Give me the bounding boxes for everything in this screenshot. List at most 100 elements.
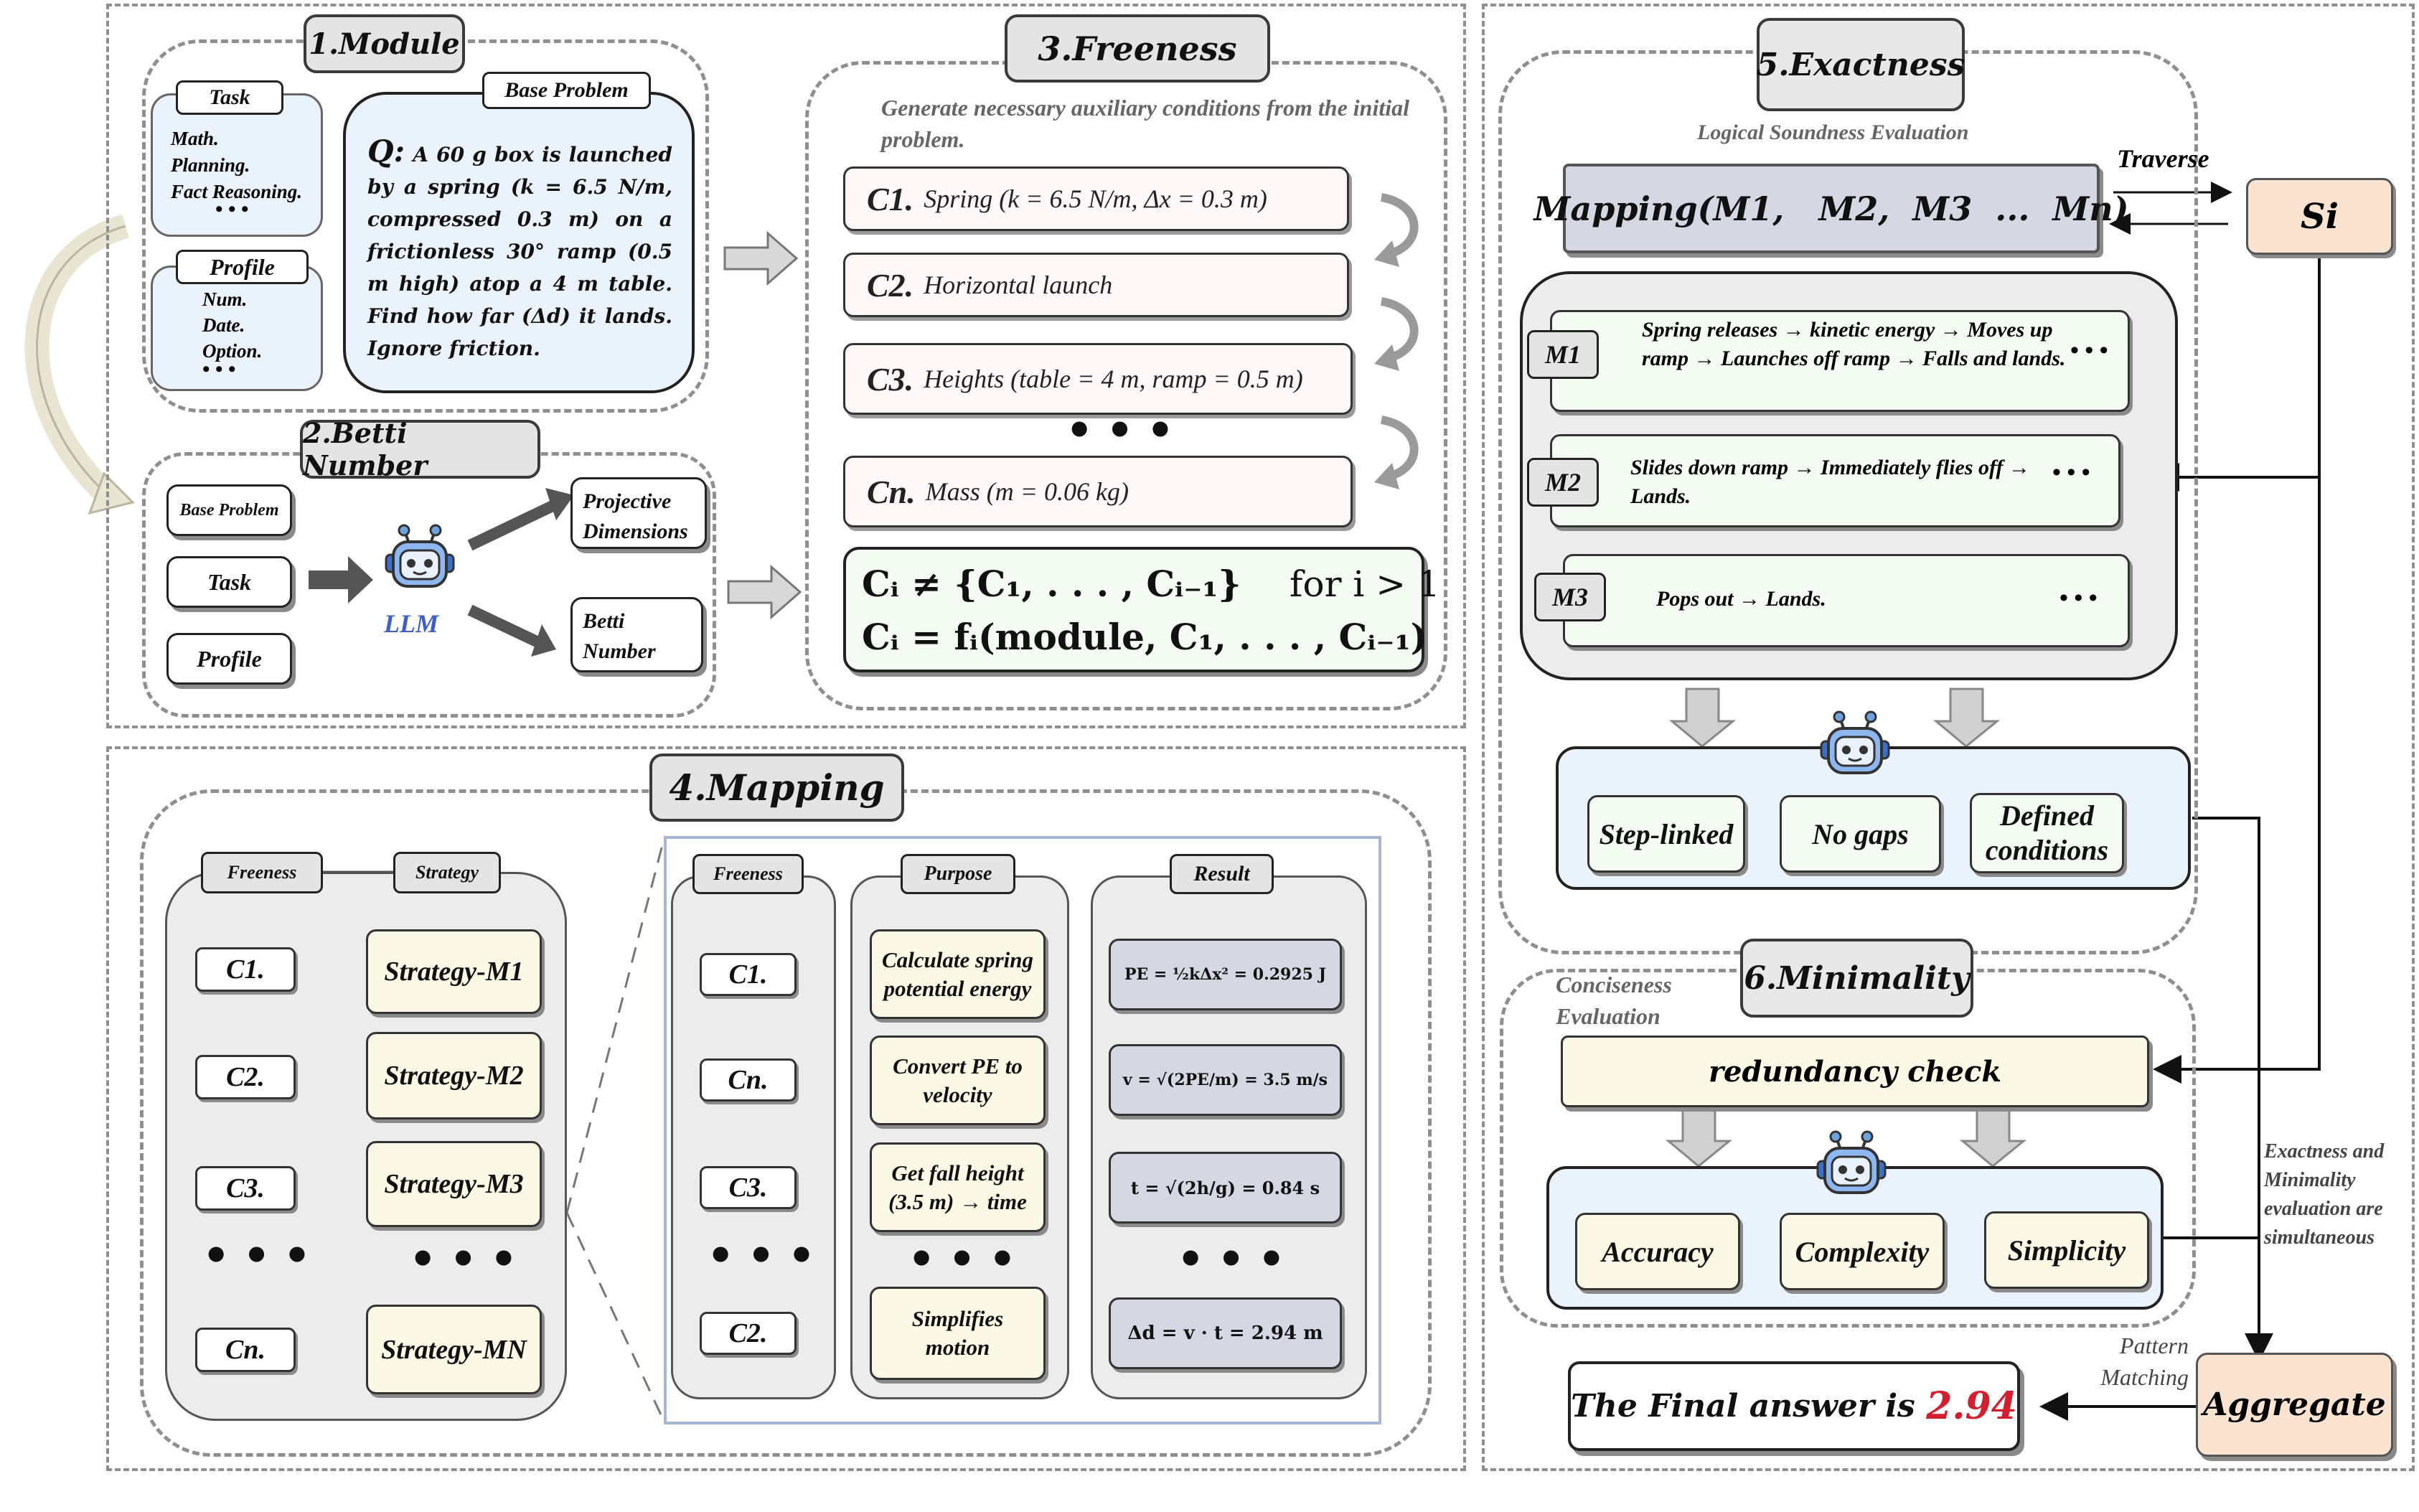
criterion-no-gaps: No gaps [1780,795,1941,873]
condition-c1-id: C1. [867,180,914,217]
condition-c1: C1. Spring (k = 6.5 N/m, Δx = 0.3 m) [843,166,1349,231]
redundancy-check-box: redundancy check [1561,1036,2149,1107]
mapping-cond-cn: Cn. [195,1328,296,1372]
freeness-formula-box: Cᵢ ≠ {C₁, . . . , Cᵢ₋₁} for i > 1 Cᵢ = f… [843,547,1440,672]
criterion-step-linked: Step-linked [1587,795,1745,873]
detail-row-3-purpose: Get fall height (3.5 m) → time [870,1142,1046,1232]
formula-1-main: Cᵢ ≠ {C₁, . . . , Cᵢ₋₁} [862,563,1241,605]
top-left-panel [106,4,1466,728]
profile-item-num: Num. [202,288,248,310]
condition-c2-id: C2. [867,266,914,304]
method-m3-text: Pops out → Lands. [1656,587,1826,611]
betti-to-freeness-arrow [727,564,802,620]
method-m2-text: Slides down ramp → Immediately flies off… [1630,456,2030,508]
condition-c1-text: Spring (k = 6.5 N/m, Δx = 0.3 m) [924,184,1267,213]
minimality-title: 6.Minimality [1740,939,1973,1018]
profile-more-icon: • • • [202,357,236,381]
condition-cn: Cn. Mass (m = 0.06 kg) [843,456,1353,527]
si-box: Si [2246,178,2393,255]
criterion-complexity: Complexity [1780,1213,1945,1290]
strategy-m1: Strategy-M1 [366,929,542,1014]
question-text: Q: A 60 g box is launched by a spring (k… [367,135,672,365]
module-to-freeness-arrow [723,230,799,286]
condition-more-icon: ••• [1066,405,1188,456]
detail-row-4-cond: C2. [700,1312,797,1355]
task-item-math: Math. [171,128,219,149]
llm-label: LLM [384,609,438,638]
right-panel [1482,4,2415,1471]
betti-output-projective: Projective Dimensions [570,477,707,549]
exactness-subtitle: Logical Soundness Evaluation [1697,121,1969,144]
detail-row-2-purpose: Convert PE to velocity [870,1036,1046,1125]
criterion-accuracy: Accuracy [1575,1213,1740,1290]
detail-row-1-cond: C1. [700,953,797,996]
profile-label: Profile [176,250,309,284]
betti-input-task: Task [166,556,292,608]
strategy-more-icon: ••• [409,1234,531,1285]
profile-card [151,266,323,391]
condition-c2: C2.Horizontal launch [843,253,1349,317]
detail-result-more-icon: ••• [1177,1234,1299,1285]
detail-row-4-purpose: Simplifies motion [870,1287,1046,1380]
mapping-panel [106,746,1466,1471]
pattern-matching-label: Pattern Matching [2100,1333,2189,1390]
strategy-m2: Strategy-M2 [366,1032,542,1119]
mapping-cond-c1: C1. [195,947,296,992]
mapping-title: 4.Mapping [649,753,904,822]
method-m3-box [1563,554,2130,647]
task-label: Task [176,80,283,115]
criterion-defined-conditions: Defined conditions [1970,793,2124,873]
condition-cn-id: Cn. [867,473,916,510]
method-m3-id: M3 [1534,573,1606,621]
minimality-robot-icon [1816,1130,1887,1194]
detail-row-2-result: v = √(2PE/m) = 3.5 m/s [1109,1044,1342,1116]
condition-c3: C3. Heights (table = 4 m, ramp = 0.5 m) [843,343,1353,415]
method-m3-more-icon: • • • [2059,585,2098,611]
simultaneous-note: Exactness and Minimality evaluation are … [2264,1140,2385,1249]
exactness-title: 5.Exactness [1757,18,1965,111]
method-m1-id: M1 [1527,330,1599,379]
betti-title: 2.Betti Number [300,417,540,482]
task-item-fact: Fact Reasoning. [171,181,303,202]
detail-purpose-more-icon: ••• [908,1234,1030,1285]
method-m1-text: Spring releases → kinetic energy → Moves… [1642,318,2066,370]
task-item-planning: Planning. [171,154,250,176]
detail-col-freeness: Freeness [692,854,804,894]
exactness-robot-icon [1820,710,1890,774]
detail-col-result: Result [1170,854,1274,894]
aggregate-box: Aggregate [2196,1353,2393,1457]
formula-1-condition: for i > 1 [1290,563,1440,605]
condition-c3-id: C3. [867,360,914,398]
final-answer-value: 2.94 [1926,1384,2017,1428]
condition-c3-text: Heights (table = 4 m, ramp = 0.5 m) [924,365,1303,393]
condition-cn-text: Mass (m = 0.06 kg) [925,477,1129,506]
llm-robot-icon [385,524,455,588]
method-m2-more-icon: • • • [2052,459,2090,486]
traverse-label: Traverse [2117,144,2209,173]
final-answer-prefix: The Final answer is [1571,1388,1915,1424]
formula-line-2: Cᵢ = fᵢ(module, C₁, . . . , Cᵢ₋₁) [862,616,1428,658]
mapping-col-freeness: Freeness [201,852,323,893]
strategy-mn: Strategy-MN [366,1305,542,1394]
minimality-subtitle: Conciseness Evaluation [1556,972,1672,1029]
criterion-simplicity: Simplicity [1984,1211,2149,1289]
profile-item-option: Option. [202,340,263,362]
detail-col-purpose: Purpose [901,854,1015,894]
detail-row-3-cond: C3. [700,1166,797,1209]
mapping-col-strategy: Strategy [393,852,501,893]
betti-input-profile: Profile [166,633,292,685]
task-card [151,93,323,237]
detail-row-1-result: PE = ½kΔx² = 0.2925 J [1109,939,1342,1010]
question-prefix: Q: [367,133,405,169]
freeness-subtitle: Generate necessary auxiliary conditions … [881,95,1410,152]
detail-row-1-purpose: Calculate spring potential energy [870,929,1046,1019]
module-title: 1.Module [304,14,465,73]
betti-input-base-problem: Base Problem [166,484,292,536]
detail-cond-more-icon: ••• [707,1231,829,1281]
formula-line-1: Cᵢ ≠ {C₁, . . . , Cᵢ₋₁} for i > 1 [862,563,1440,605]
mapping-sequence-box: Mapping(M1, M2, M3 ... Mn) [1534,164,2129,253]
task-more-icon: • • • [215,197,249,221]
detail-row-4-result: Δd = v · t = 2.94 m [1109,1297,1342,1369]
final-answer-box: The Final answer is 2.94 [1568,1361,2020,1451]
method-m2-id: M2 [1527,458,1599,507]
